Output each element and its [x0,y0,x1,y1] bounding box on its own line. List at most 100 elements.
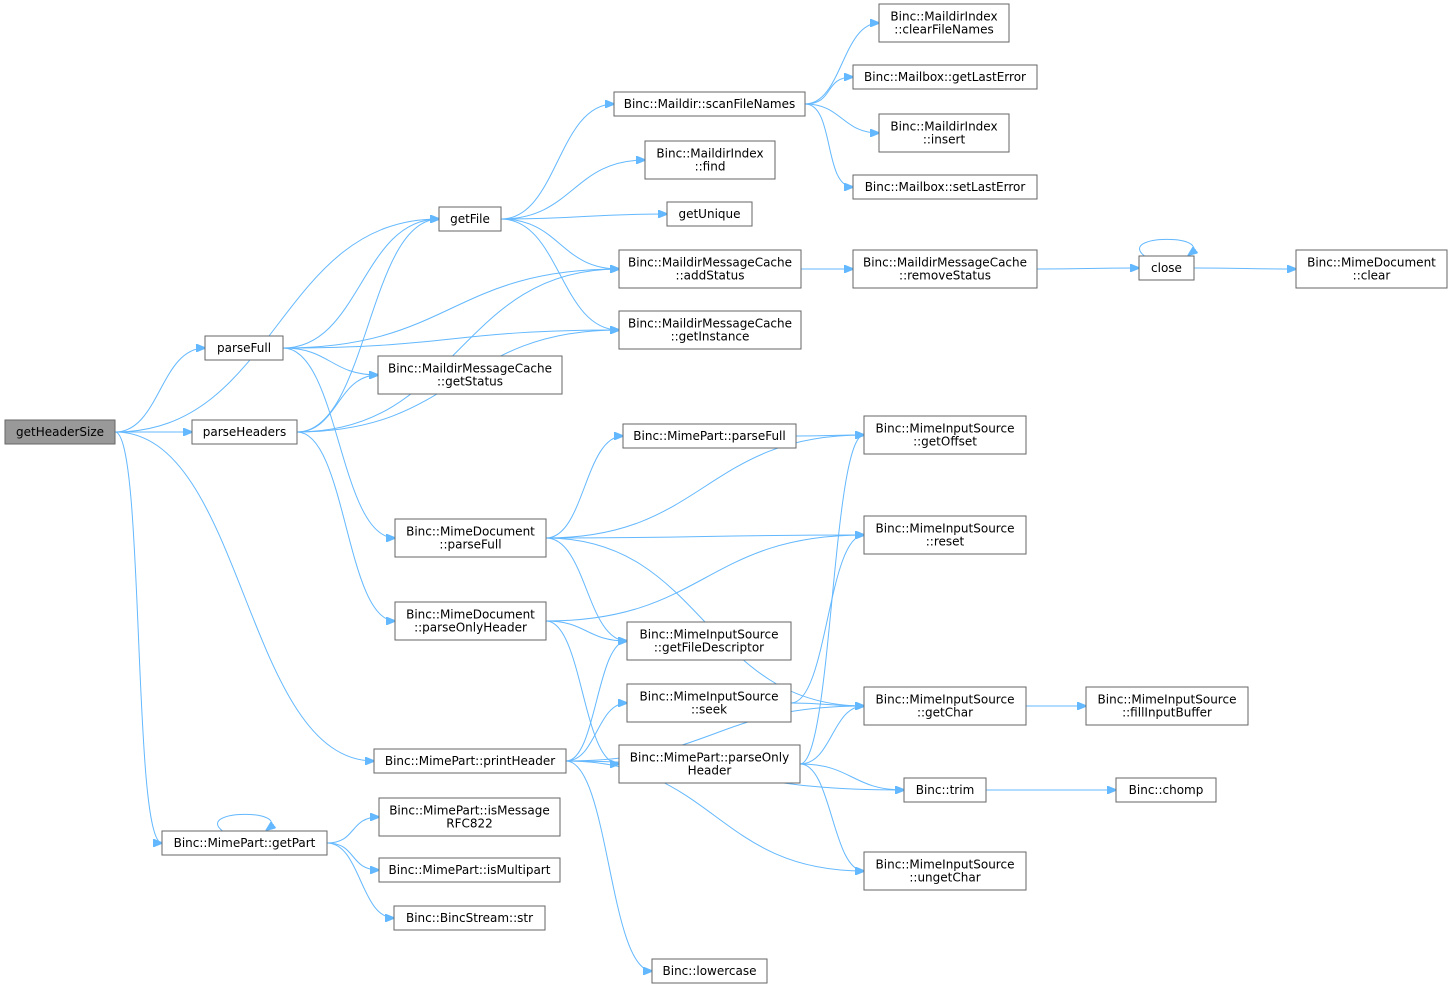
node-label: Binc::chomp [1129,783,1204,797]
edge-get-file-to-add-status [500,218,619,269]
edge-remove-status-to-close [1036,268,1139,269]
node-get-unique[interactable]: getUnique [666,201,753,227]
edge-parse-headers-to-md-parse-only-header [296,431,395,621]
node-label: parseHeaders [203,425,286,439]
edge-seek-to-reset [790,535,864,704]
edge-scan-file-names-to-clear-file-names [804,23,879,105]
node-md-clear[interactable]: Binc::MimeDocument::clear [1295,249,1448,289]
edge-md-parse-full-to-mp-parse-full [545,436,623,539]
node-remove-status[interactable]: Binc::MaildirMessageCache::removeStatus [852,249,1038,289]
node-add-status[interactable]: Binc::MaildirMessageCache::addStatus [618,249,802,289]
node-get-file[interactable]: getFile [438,206,502,232]
node-label: Binc::MaildirIndex [890,120,997,134]
node-box [1085,686,1249,726]
node-get-header-size[interactable]: getHeaderSize [4,419,116,445]
node-label: Binc::lowercase [663,964,757,978]
edge-print-header-to-get-file-descriptor [565,641,627,762]
node-box [626,683,792,723]
edge-get-file-to-get-unique [500,214,667,220]
edge-parse-headers-to-get-status [296,375,378,433]
node-box [191,419,298,445]
edge-mp-parse-only-header-to-get-offset [799,435,864,765]
node-label: Binc::Mailbox::getLastError [864,70,1026,84]
node-box [903,777,987,803]
node-box [1138,255,1195,281]
node-chomp[interactable]: Binc::chomp [1115,777,1217,803]
node-box [622,423,797,449]
node-lowercase[interactable]: Binc::lowercase [651,958,768,984]
node-box [651,958,768,984]
node-close[interactable]: close [1138,255,1195,281]
node-box [863,415,1027,455]
node-fill-input-buffer[interactable]: Binc::MimeInputSource::fillInputBuffer [1085,686,1249,726]
node-label: ::getFileDescriptor [654,641,764,655]
node-get-offset[interactable]: Binc::MimeInputSource::getOffset [863,415,1027,455]
node-mp-parse-full[interactable]: Binc::MimePart::parseFull [622,423,797,449]
edge-parse-headers-to-add-status [296,269,619,433]
node-label: Binc::MaildirMessageCache [863,256,1027,270]
node-label: Header [688,764,732,778]
edge-get-part-to-get-part [217,813,272,831]
edge-md-parse-full-to-get-file-descriptor [545,537,627,641]
node-md-parse-full[interactable]: Binc::MimeDocument::parseFull [394,518,547,558]
node-box [863,851,1027,891]
node-get-part[interactable]: Binc::MimePart::getPart [161,830,328,856]
node-parse-full[interactable]: parseFull [204,335,284,361]
node-mdi-find[interactable]: Binc::MaildirIndex::find [644,140,776,180]
node-box [863,686,1027,726]
node-clear-file-names[interactable]: Binc::MaildirIndex::clearFileNames [878,3,1010,43]
edge-seek-to-get-char [790,703,864,706]
node-md-parse-only-header[interactable]: Binc::MimeDocument::parseOnlyHeader [394,601,547,641]
edge-md-parse-full-to-get-offset [545,435,864,539]
node-label: Binc::MaildirMessageCache [388,362,552,376]
node-mp-parse-only-header[interactable]: Binc::MimePart::parseOnlyHeader [618,744,801,784]
edge-close-to-close [1139,238,1194,256]
node-box [1115,777,1217,803]
node-reset[interactable]: Binc::MimeInputSource::reset [863,515,1027,555]
node-label: ::clearFileNames [894,23,993,37]
node-box [618,310,802,350]
node-is-multipart[interactable]: Binc::MimePart::isMultipart [378,857,561,883]
node-label: ::fillInputBuffer [1122,706,1212,720]
edge-print-header-to-seek [565,703,627,762]
node-get-last-error[interactable]: Binc::Mailbox::getLastError [852,64,1038,90]
node-label: ::parseFull [439,538,501,552]
edge-md-parse-only-header-to-mp-parse-only-header [545,620,619,764]
edge-parse-full-to-get-status [282,347,378,375]
node-label: Binc::MimeInputSource [640,690,779,704]
node-label: ::parseOnlyHeader [414,621,527,635]
node-get-instance[interactable]: Binc::MaildirMessageCache::getInstance [618,310,802,350]
node-label: Binc::MaildirMessageCache [628,317,792,331]
edge-close-to-md-clear [1193,268,1296,269]
node-unget-char[interactable]: Binc::MimeInputSource::ungetChar [863,851,1027,891]
node-trim[interactable]: Binc::trim [903,777,987,803]
node-label: Binc::MimePart::getPart [174,836,316,850]
node-label: RFC822 [446,817,493,831]
node-binc-stream-str[interactable]: Binc::BincStream::str [393,905,546,931]
node-label: Binc::MaildirIndex [890,10,997,24]
node-box [878,3,1010,43]
node-box [626,621,792,661]
node-print-header[interactable]: Binc::MimePart::printHeader [373,748,567,774]
node-label: Binc::trim [916,783,975,797]
node-label: ::getChar [917,706,973,720]
node-label: ::reset [926,535,965,549]
edge-get-file-to-scan-file-names [500,104,614,220]
node-get-char[interactable]: Binc::MimeInputSource::getChar [863,686,1027,726]
node-mdi-insert[interactable]: Binc::MaildirIndex::insert [878,113,1010,153]
node-parse-headers[interactable]: parseHeaders [191,419,298,445]
edge-print-header-to-lowercase [565,760,652,971]
node-label: ::ungetChar [909,871,980,885]
node-set-last-error[interactable]: Binc::Mailbox::setLastError [852,174,1038,200]
node-get-status[interactable]: Binc::MaildirMessageCache::getStatus [377,355,563,395]
node-scan-file-names[interactable]: Binc::Maildir::scanFileNames [613,91,806,117]
node-seek[interactable]: Binc::MimeInputSource::seek [626,683,792,723]
node-layer: getHeaderSizeparseFullparseHeadersBinc::… [4,3,1448,984]
edge-get-header-size-to-get-file [114,219,439,433]
node-label: ::seek [691,703,727,717]
node-label: ::getInstance [671,330,750,344]
node-label: ::getOffset [913,435,977,449]
node-get-file-descriptor[interactable]: Binc::MimeInputSource::getFileDescriptor [626,621,792,661]
node-box [863,515,1027,555]
